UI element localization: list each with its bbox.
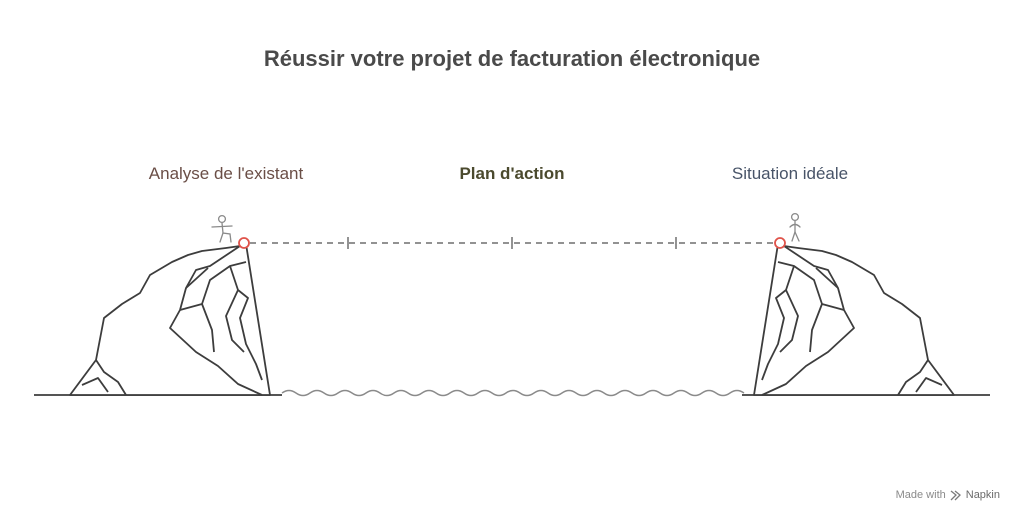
- made-with-text: Made with: [895, 489, 946, 501]
- water-waves: [281, 389, 745, 397]
- footer-credit: Made with Napkin: [896, 489, 1000, 501]
- left-cliff-label: Analyse de l'existant: [148, 164, 304, 183]
- bridge-label: Plan d'action: [459, 164, 565, 183]
- right-endpoint-marker: [774, 237, 786, 249]
- diagram-title: Réussir votre projet de facturation élec…: [263, 46, 761, 71]
- left-cliff: [69, 243, 271, 396]
- right-cliff: [753, 243, 955, 396]
- napkin-logo-icon: [950, 489, 961, 500]
- left-endpoint-marker: [238, 237, 250, 249]
- left-person-icon: [211, 214, 233, 243]
- right-person-icon: [789, 212, 801, 242]
- right-cliff-label: Situation idéale: [731, 164, 849, 183]
- napkin-brand-text: Napkin: [965, 489, 1000, 501]
